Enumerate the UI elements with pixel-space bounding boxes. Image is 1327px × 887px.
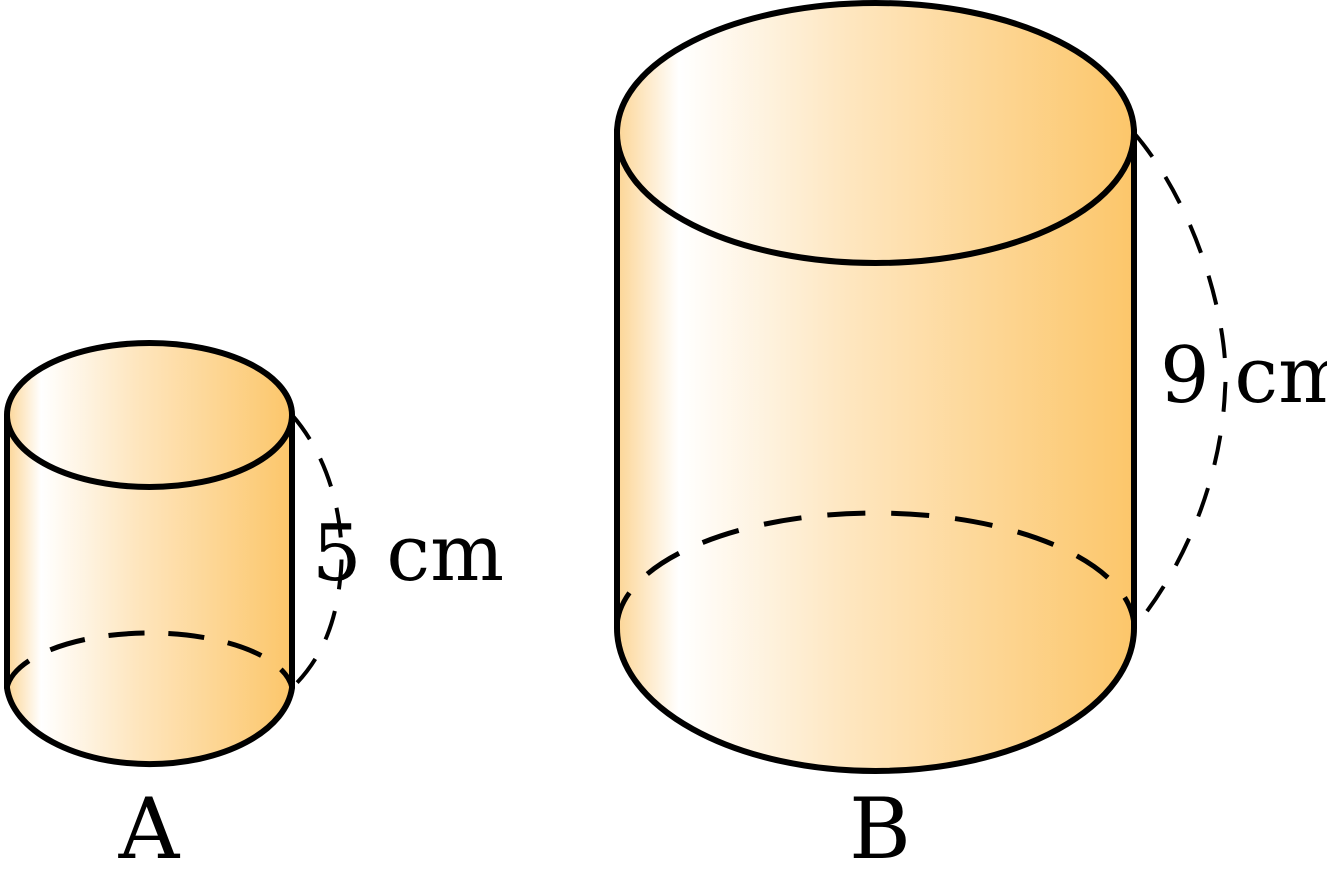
cylinder-b-height-dimension (1132, 131, 1228, 630)
cylinder-b-hidden-base (614, 510, 1137, 629)
cylinder-a-height-label: 5 cm (312, 509, 504, 599)
cylinder-b-top (614, 0, 1137, 266)
cylinder-a-hidden-base (4, 630, 295, 689)
cylinder-b-body (614, 127, 1137, 774)
cylinder-b-height-label: 9 cm (1160, 331, 1327, 421)
cylinder-a-top (4, 340, 295, 490)
cylinder-a: 5 cm A (4, 340, 504, 878)
cylinder-a-height-dimension (290, 413, 344, 690)
cylinder-b: 9 cm B (614, 0, 1327, 878)
cylinder-a-label: A (118, 780, 181, 878)
cylinder-a-body (4, 412, 295, 768)
cylinder-b-label: B (849, 780, 911, 878)
